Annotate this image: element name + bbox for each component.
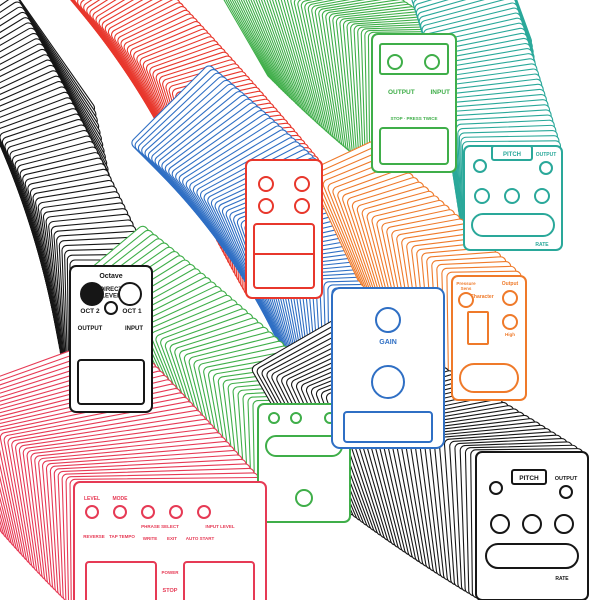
- reverse-label: REVERSE: [83, 534, 105, 539]
- black-output-label: OUTPUT: [555, 476, 578, 482]
- octave-top-label: Octave: [99, 273, 122, 280]
- teal-pitch-label: PITCH: [503, 152, 521, 158]
- input-level-label: INPUT LEVEL: [205, 524, 235, 529]
- green-lower-pedal: [257, 403, 351, 523]
- octave-output-label: OUTPUT: [78, 326, 103, 332]
- tap-tempo-label: TAP TEMPO: [109, 534, 135, 539]
- black-pitch-label: PITCH: [519, 475, 539, 482]
- stop-label: STOP: [163, 588, 178, 594]
- black-pitch-pedal: PITCH OUTPUT RATE: [475, 451, 589, 600]
- green-top-pedal: OUTPUT INPUT STOP · PRESS TWICE: [371, 33, 457, 173]
- green-lower-pedal-part: [257, 403, 351, 523]
- character-label: Character: [470, 294, 493, 300]
- phrase-select-label: PHRASE SELECT: [141, 524, 179, 529]
- looper-level-label: LEVEL: [84, 496, 100, 502]
- write-label: WRITE: [143, 536, 158, 541]
- gain-label: GAIN: [379, 339, 397, 346]
- green-lower-pedal-part: [268, 412, 280, 424]
- green-footer-label: STOP · PRESS TWICE: [390, 116, 437, 121]
- green-lower-pedal-part: [265, 435, 343, 457]
- octave-input-label: INPUT: [125, 326, 143, 332]
- looper-mode-label: MODE: [113, 496, 129, 502]
- exit-label: EXIT: [167, 536, 177, 541]
- power-label: POWER: [161, 570, 179, 575]
- auto-start-label: AUTO START: [186, 536, 215, 541]
- green-output-label: OUTPUT: [388, 89, 415, 96]
- green-input-label: INPUT: [431, 89, 451, 96]
- teal-output-label: OUTPUT: [536, 152, 557, 158]
- orange-output-label: Output: [502, 281, 519, 287]
- green-lower-pedal-part: [290, 412, 302, 424]
- looper-pedal: LEVEL MODE REVERSE TAP TEMPO PHRASE SELE…: [73, 481, 267, 600]
- gain-pedal: GAIN: [331, 287, 445, 449]
- teal-rate-label: RATE: [535, 242, 549, 248]
- black-rate-label: RATE: [555, 576, 569, 582]
- teal-pitch-pedal: PITCH OUTPUT RATE: [463, 145, 563, 251]
- high-label: High: [505, 332, 515, 337]
- red-pedal: [245, 159, 323, 299]
- oct1-label: OCT 1: [122, 308, 142, 315]
- green-lower-pedal-part: [295, 489, 313, 507]
- oct2-label: OCT 2: [80, 308, 100, 315]
